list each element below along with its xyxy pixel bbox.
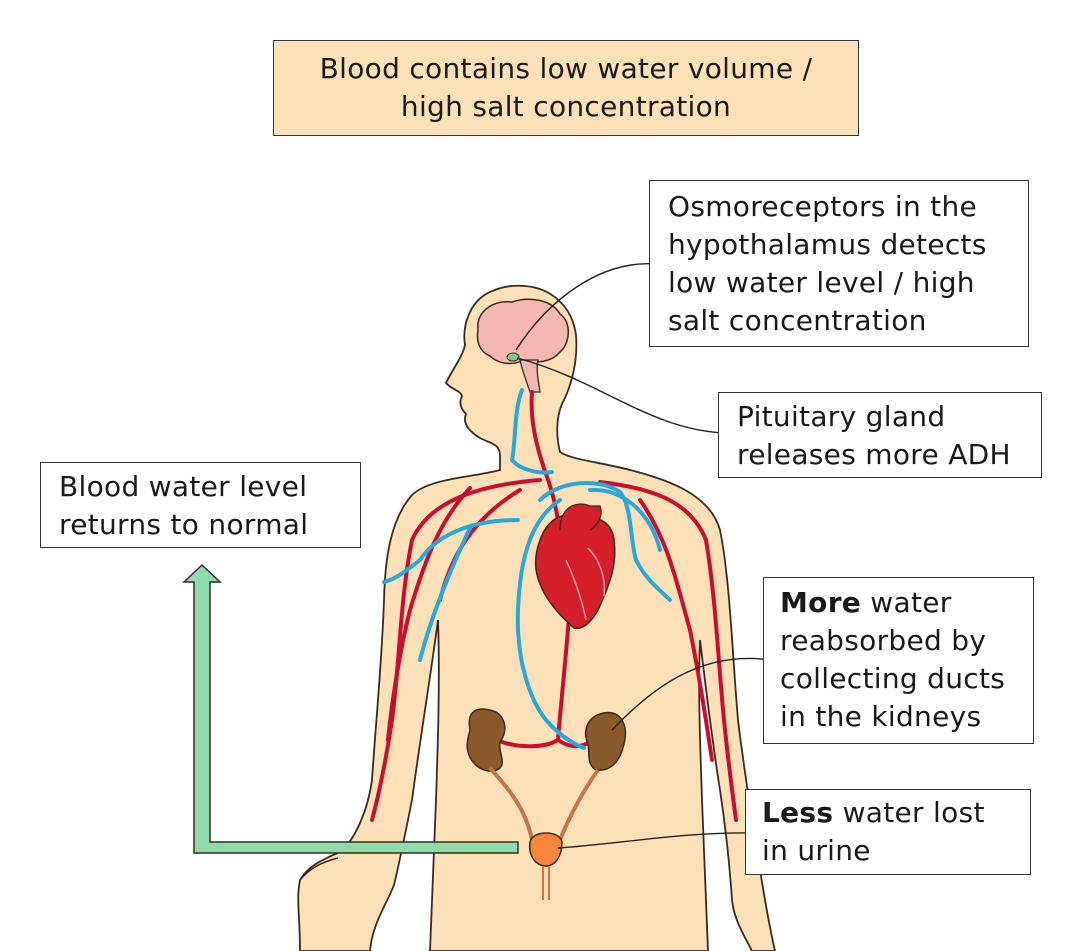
- vein-neck: [509, 388, 554, 475]
- urine-label: Less water lost in urine: [745, 789, 1031, 875]
- left-ureter: [488, 766, 534, 841]
- brain-shape: [476, 298, 569, 365]
- right-ureter: [558, 768, 600, 841]
- artery-left-arm-branch: [386, 486, 472, 742]
- title-line-1: Blood contains low water volume /: [319, 52, 813, 85]
- title-line-2: high salt concentration: [400, 90, 732, 123]
- leader-osmoreceptors: [515, 263, 657, 351]
- returns-line-1: Blood water level: [59, 470, 308, 503]
- returns-line-2: returns to normal: [59, 508, 309, 541]
- pituitary-label: Pituitary gland releases more ADH: [718, 392, 1042, 478]
- pituitary-gland: [506, 352, 520, 362]
- left-hand-outline: [299, 857, 339, 881]
- pituitary-line-2: releases more ADH: [737, 438, 1011, 471]
- vein-left-arm-lower: [418, 526, 472, 662]
- osmoreceptors-line-4: salt concentration: [668, 304, 927, 337]
- osmoreceptors-line-1: Osmoreceptors in the: [668, 190, 978, 223]
- reabsorbed-line-4: in the kidneys: [780, 700, 982, 733]
- leader-urine: [557, 832, 753, 849]
- artery-right-arm-branch: [638, 498, 714, 762]
- veins: [382, 388, 672, 750]
- heart-aorta-arch: [559, 503, 602, 531]
- reabsorbed-line-2: reabsorbed by: [780, 624, 987, 657]
- osmoreceptors-label: Osmoreceptors in the hypothalamus detect…: [649, 180, 1029, 347]
- vein-vena-cava: [515, 498, 586, 750]
- urine-bold: Less: [762, 796, 834, 829]
- heart: [534, 503, 616, 630]
- leader-kidneys: [611, 657, 771, 731]
- returns-label: Blood water level returns to normal: [40, 462, 361, 548]
- reabsorbed-line-1-rest: water: [861, 586, 952, 619]
- osmoreceptors-line-2: hypothalamus detects: [668, 228, 987, 261]
- reabsorbed-label: More water reabsorbed by collecting duct…: [763, 577, 1034, 744]
- pituitary-line-1: Pituitary gland: [737, 400, 946, 433]
- urine-line-1-rest: water lost: [833, 796, 985, 829]
- vein-right-upper: [538, 481, 672, 602]
- urethra: [542, 866, 550, 900]
- title-box: Blood contains low water volume / high s…: [273, 40, 859, 136]
- heart-detail: [565, 547, 606, 621]
- body-outline: [297, 284, 776, 951]
- urine-line-1: Less water lost: [762, 794, 1030, 832]
- human-body: [297, 284, 776, 951]
- urine-line-2: in urine: [762, 834, 871, 867]
- brain: [476, 298, 569, 393]
- vein-right-arm: [588, 487, 662, 552]
- reabsorbed-line-1: More water: [780, 584, 1033, 622]
- brain-stem: [519, 359, 541, 393]
- left-kidney: [466, 708, 506, 772]
- osmoreceptors-line-3: low water level / high: [668, 266, 975, 299]
- reabsorbed-line-3: collecting ducts: [780, 662, 1006, 695]
- leader-pituitary: [516, 357, 726, 434]
- urinary-system: [466, 708, 627, 900]
- vein-left-arm: [382, 518, 520, 584]
- reabsorbed-bold: More: [780, 586, 862, 619]
- artery-right-arm: [598, 480, 738, 822]
- bladder: [528, 832, 563, 867]
- feedback-arrow: [182, 563, 519, 854]
